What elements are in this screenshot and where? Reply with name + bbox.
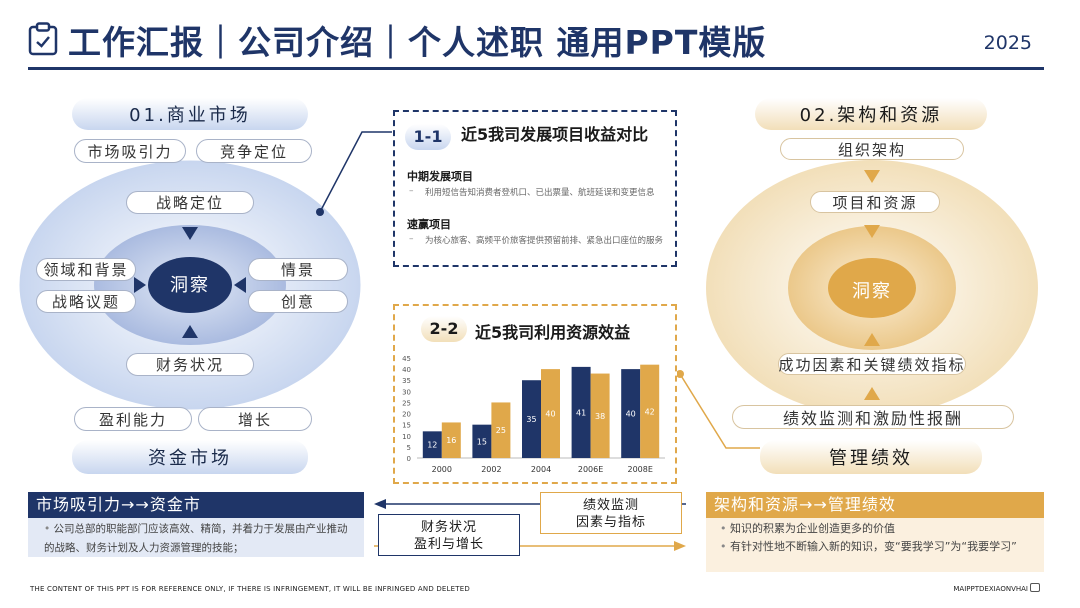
box1-sub1: 中期发展项目: [407, 170, 473, 183]
card-left: 市场吸引力→→资金市 • 公司总部的职能部门应该高效、精简，并着力于发展由产业推…: [28, 492, 364, 557]
bar: [640, 364, 660, 458]
card-right-b1: • 知识的积累为企业创造更多的价值: [720, 522, 895, 535]
card-right-b2: • 有针对性地不断输入新的知识，变“要我学习”为“我要学习”: [720, 540, 1017, 553]
y-tick-label: 35: [402, 377, 411, 385]
bar: [472, 424, 492, 458]
bar: [441, 422, 461, 458]
x-tick-label: 2002: [481, 465, 501, 474]
page-title: 工作汇报｜公司介绍｜个人述职 通用PPT模版: [68, 23, 767, 62]
year-label: 2025: [983, 32, 1032, 54]
resource-benefit-box: 2-2 近5我司利用资源效益 0 5 10 15 20 25 30 35 40 45 12 16 200…: [393, 304, 677, 484]
pill-creative: 创意: [248, 290, 348, 313]
clipboard-icon: [28, 22, 58, 56]
bar-value-label: 15: [477, 437, 487, 446]
footer-brand: MAIPPTDEXIAONVHAI: [953, 585, 1028, 593]
card-right: 架构和资源→→管理绩效 • 知识的积累为企业创造更多的价值 • 有针对性地不断输…: [706, 492, 1044, 572]
pill-domain: 领域和背景: [36, 258, 136, 281]
y-tick-label: 10: [402, 433, 411, 441]
right-diagram-graphic: [706, 160, 1038, 416]
box1-sub2: 速赢项目: [407, 218, 451, 231]
bar-value-label: 16: [446, 436, 456, 445]
flow-left-box: 财务状况 盈利与增长: [378, 514, 520, 556]
pill-competition: 竞争定位: [196, 139, 312, 163]
left-center-label: 洞察: [170, 275, 210, 296]
x-tick-label: 2006E: [578, 465, 603, 474]
box1-text1: 利用短信告知消费者登机口、已出票量、航班延误和变更信息: [425, 188, 655, 198]
y-tick-label: 25: [402, 399, 411, 407]
y-tick-label: 5: [407, 444, 411, 452]
pill-market-attract: 市场吸引力: [74, 139, 186, 163]
bar-value-label: 12: [427, 441, 437, 450]
card-right-title: 架构和资源→→管理绩效: [706, 492, 1044, 518]
pill-project-resource: 项目和资源: [810, 191, 940, 213]
x-tick-label: 2004: [531, 465, 551, 474]
right-bottom-pill: 管理绩效: [760, 440, 982, 474]
bar-value-label: 40: [545, 410, 555, 419]
bar: [422, 431, 442, 458]
bar: [541, 369, 560, 458]
y-tick-label: 45: [402, 355, 411, 363]
card-left-text: • 公司总部的职能部门应该高效、精简，并着力于发展由产业推动的战略、财务计划及人…: [44, 523, 348, 554]
left-bottom-pill: 资金市场: [72, 440, 308, 474]
bar: [491, 402, 511, 458]
bar: [621, 369, 641, 458]
pill-profit: 盈利能力: [74, 407, 192, 431]
brand-icon: [1030, 583, 1040, 592]
pill-growth: 增长: [198, 407, 312, 431]
y-tick-label: 15: [402, 422, 411, 430]
pill-monitor: 绩效监测和激励性报酬: [732, 405, 1014, 429]
bar-chart: 0 5 10 15 20 25 30 35 40 45 12 16 2000 15 25 2002 35 40 20…: [402, 355, 665, 474]
pill-scene: 情景: [248, 258, 348, 281]
x-tick-label: 2008E: [627, 465, 652, 474]
y-tick-label: 40: [402, 366, 411, 374]
box2-title: 近5我司利用资源效益: [475, 323, 631, 342]
bar-value-label: 42: [645, 407, 655, 416]
bar: [590, 373, 610, 458]
bar-value-label: 38: [595, 412, 605, 421]
footer-disclaimer: THE CONTENT OF THIS PPT IS FOR REFERENCE…: [30, 585, 470, 593]
bar: [522, 380, 541, 458]
bar-value-label: 41: [576, 408, 586, 417]
box1-number: 1-1: [405, 124, 451, 150]
left-top-pill: 01.商业市场: [72, 98, 308, 130]
header-divider: [28, 67, 1044, 70]
y-tick-label: 0: [407, 455, 411, 463]
x-tick-label: 2000: [432, 465, 452, 474]
card-left-title: 市场吸引力→→资金市: [28, 492, 364, 518]
box1-title: 近5我司发展项目收益对比: [461, 125, 649, 144]
y-tick-label: 30: [402, 388, 411, 396]
box1-text2: 为核心旅客、高频平价旅客提供预留前排、紧急出口座位的服务: [425, 236, 664, 246]
right-top-pill: 02.架构和资源: [755, 98, 987, 130]
box2-number: 2-2: [421, 316, 467, 342]
flow-right-box: 绩效监测 因素与指标: [540, 492, 682, 534]
bar: [571, 366, 591, 458]
right-center-label: 洞察: [852, 281, 892, 302]
pill-strategy: 战略定位: [126, 191, 254, 214]
bar-value-label: 40: [626, 410, 636, 419]
pill-agenda: 战略议题: [36, 290, 136, 313]
y-tick-label: 20: [402, 411, 411, 419]
pill-finance: 财务状况: [126, 353, 254, 376]
bar-value-label: 25: [496, 426, 506, 435]
project-revenue-box: 1-1 近5我司发展项目收益对比 中期发展项目 – 利用短信告知消费者登机口、已…: [393, 110, 677, 267]
bar-value-label: 35: [526, 415, 536, 424]
pill-kpi: 成功因素和关键绩效指标: [778, 353, 966, 375]
pill-org: 组织架构: [780, 138, 964, 160]
left-diagram-graphic: [19, 160, 361, 410]
